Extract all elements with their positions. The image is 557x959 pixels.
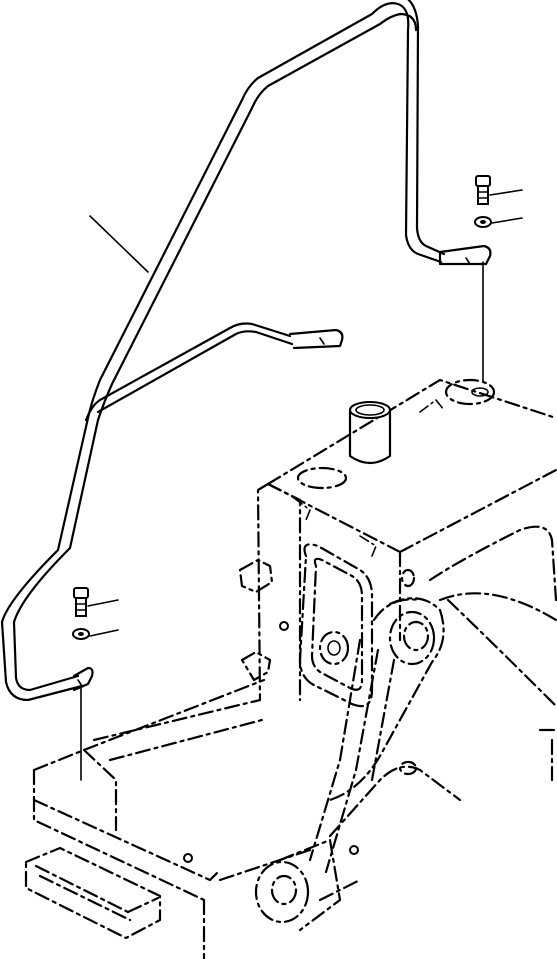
machine-frame-phantom bbox=[24, 378, 557, 959]
washer-upper bbox=[474, 216, 492, 228]
washer-lower bbox=[72, 628, 90, 640]
bolt-lower bbox=[73, 587, 89, 617]
filler-cap bbox=[348, 401, 392, 465]
handrail-tube bbox=[0, 0, 492, 702]
leader-bolt-lower bbox=[87, 599, 119, 607]
leader-handrail bbox=[89, 215, 149, 273]
leader-bolt-upper bbox=[489, 189, 523, 196]
bolt-upper bbox=[475, 175, 491, 205]
callout-leaders bbox=[87, 189, 523, 637]
leader-washer-lower bbox=[89, 629, 119, 637]
leader-washer-upper bbox=[491, 217, 523, 224]
step bbox=[24, 846, 162, 940]
